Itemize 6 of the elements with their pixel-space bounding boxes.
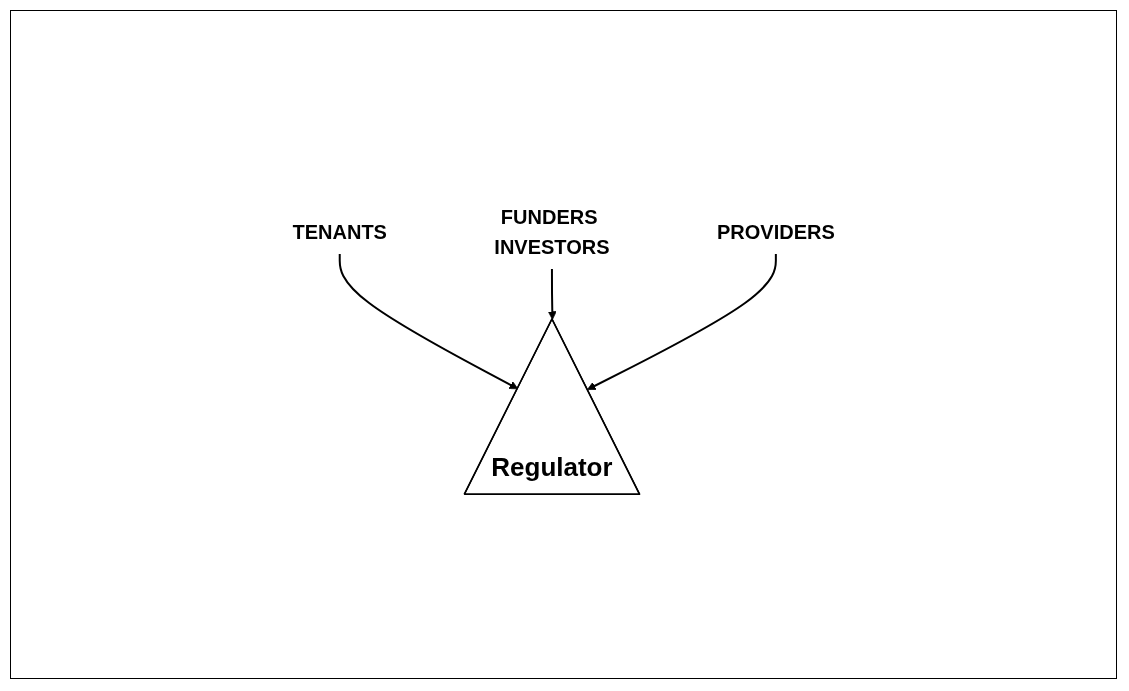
arrow	[586, 253, 777, 391]
node-text: PROVIDERS	[716, 220, 835, 243]
node-text: FUNDERS INVESTORS	[494, 205, 610, 258]
arrow	[338, 253, 519, 390]
node-text: TENANTS	[292, 220, 387, 243]
arrow	[547, 268, 557, 321]
